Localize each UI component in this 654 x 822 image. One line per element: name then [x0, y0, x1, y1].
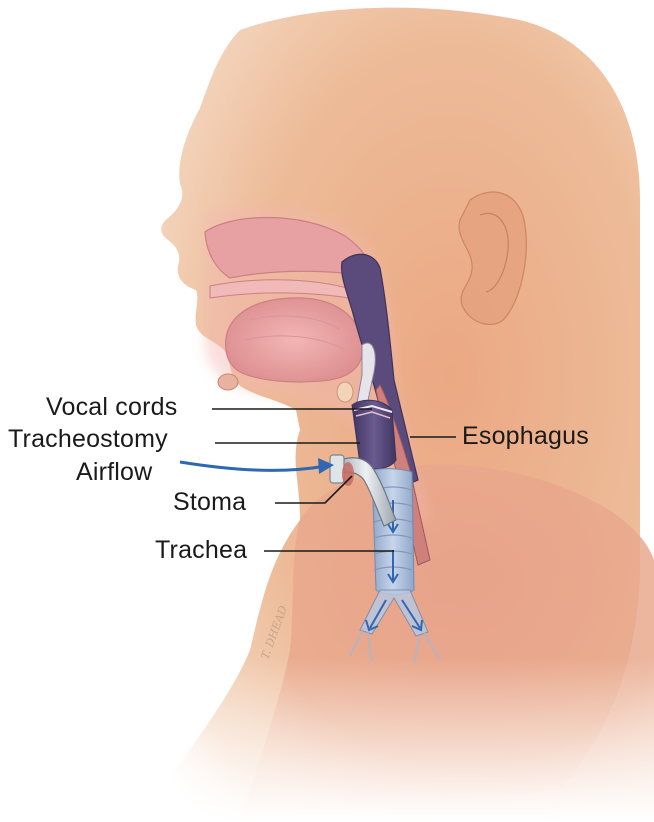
- label-trachea: Trachea: [155, 538, 247, 563]
- label-vocal-cords: Vocal cords: [46, 395, 177, 420]
- label-airflow: Airflow: [76, 460, 152, 485]
- label-tracheostomy: Tracheostomy: [8, 427, 168, 452]
- label-stoma: Stoma: [173, 490, 246, 515]
- label-esophagus: Esophagus: [462, 424, 589, 449]
